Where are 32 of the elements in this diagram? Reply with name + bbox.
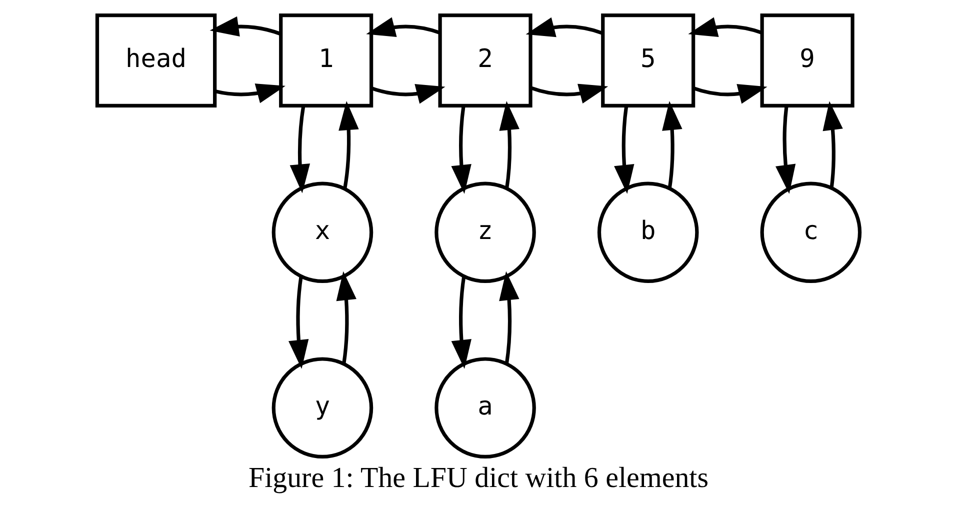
arrow xyxy=(214,84,285,104)
arrow xyxy=(338,101,358,189)
caption: Figure 1: The LFU dict with 6 elements xyxy=(248,462,708,494)
node-circle: y xyxy=(271,357,373,458)
arrow xyxy=(498,101,519,189)
arrow xyxy=(692,84,767,104)
node-box: 1 xyxy=(278,13,373,108)
node-box: 5 xyxy=(600,13,695,108)
arrow xyxy=(530,84,608,104)
arrow xyxy=(336,271,356,364)
node-circle: z xyxy=(434,182,536,284)
arrow xyxy=(370,84,445,104)
arrow xyxy=(209,16,280,36)
arrow xyxy=(288,276,308,369)
node-circle: x xyxy=(271,182,373,284)
arrow xyxy=(688,17,762,37)
node-box: 9 xyxy=(760,13,854,108)
arrow xyxy=(774,106,796,194)
arrow xyxy=(366,17,440,37)
node-box: 2 xyxy=(438,13,532,108)
node-circle: a xyxy=(434,357,536,458)
arrow xyxy=(525,17,603,38)
arrow xyxy=(450,106,471,194)
arrow xyxy=(614,106,634,194)
arrow xyxy=(662,101,682,189)
node-circle: b xyxy=(596,182,698,284)
node-circle: c xyxy=(760,182,862,284)
arrow xyxy=(289,106,310,194)
arrow xyxy=(498,271,519,364)
node-box: head xyxy=(94,13,216,108)
arrow xyxy=(450,276,471,369)
arrow xyxy=(822,101,842,188)
